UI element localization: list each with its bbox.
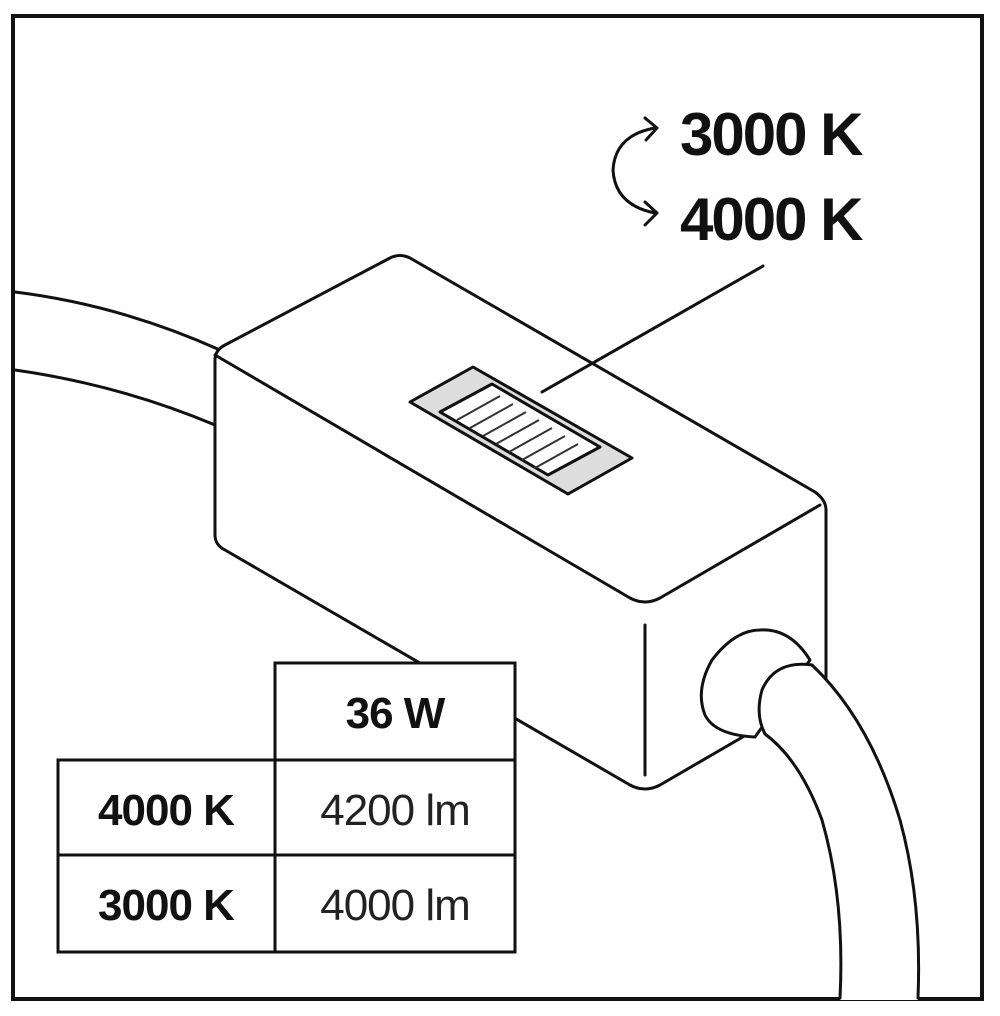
switch-grip-lines xyxy=(456,395,579,469)
option-3000k: 3000 K xyxy=(680,101,863,168)
right-cable xyxy=(699,628,921,1000)
option-4000k: 4000 K xyxy=(680,186,863,253)
table-row-value: 4000 lm xyxy=(320,881,470,930)
leader-line xyxy=(540,264,765,394)
frame-border xyxy=(11,14,984,1001)
driver-box xyxy=(213,254,828,791)
lumen-table: 36 W 4000 K 4200 lm 3000 K 4000 lm xyxy=(56,661,517,954)
toggle-arrow-icon xyxy=(611,116,659,227)
table-header-wattage: 36 W xyxy=(346,689,446,738)
table-row-label: 3000 K xyxy=(98,881,235,930)
slide-switch[interactable] xyxy=(408,365,634,496)
table-row-value: 4200 lm xyxy=(320,786,470,835)
left-cable xyxy=(13,290,222,427)
table-row-label: 4000 K xyxy=(98,786,235,835)
